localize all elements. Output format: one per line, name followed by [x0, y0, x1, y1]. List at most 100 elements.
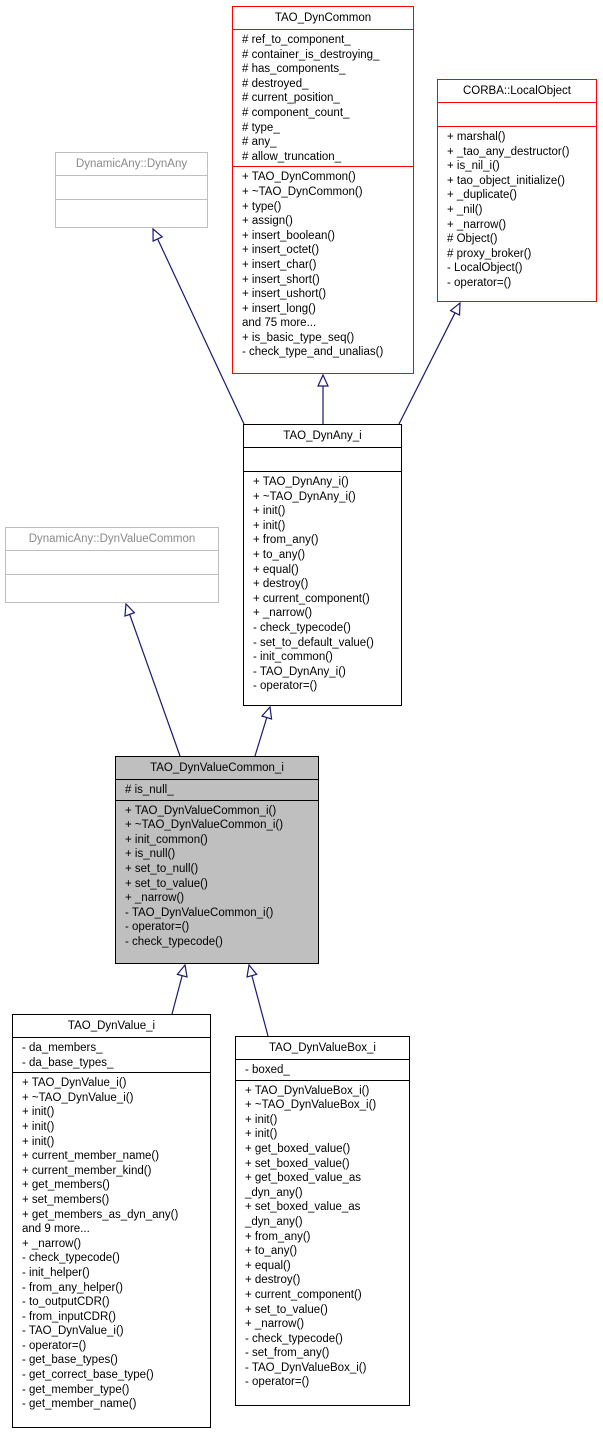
class-dynamicany-dynvaluecommon: DynamicAny::DynValueCommon: [5, 527, 219, 603]
operation-item: + tao_object_initialize(): [447, 174, 565, 187]
operation-item: - from_any_helper(): [22, 1281, 123, 1294]
operation-item: + get_members_as_dyn_any(): [22, 1208, 179, 1221]
operation-item: + insert_octet(): [242, 244, 320, 257]
operation-item: - get_member_type(): [22, 1383, 130, 1396]
operation-item: + equal(): [253, 563, 299, 576]
attribute-item: # ref_to_component_: [242, 34, 351, 46]
inheritance-arrowhead: [176, 963, 188, 978]
operation-item: + set_to_null(): [125, 862, 199, 875]
operation-item: + TAO_DynValueCommon_i(): [125, 804, 277, 817]
attribute-item: # has_components_: [242, 63, 346, 76]
operation-item: - get_correct_base_type(): [22, 1369, 154, 1382]
inheritance-arrowhead: [449, 301, 461, 317]
operation-item: - operator=(): [447, 276, 512, 289]
operation-item: + insert_char(): [242, 258, 317, 271]
operation-item: + init(): [22, 1120, 55, 1133]
operation-item: + current_component(): [253, 592, 370, 605]
operation-item: + _nil(): [447, 203, 483, 216]
operation-item: + insert_boolean(): [242, 229, 336, 242]
operation-item: + get_boxed_value(): [245, 1142, 351, 1155]
attribute-item: # any_: [242, 136, 277, 149]
class-name: TAO_DynCommon: [274, 12, 372, 24]
operation-item: + init_common(): [125, 833, 208, 846]
attributes-section: [56, 175, 207, 199]
operation-item: + current_member_kind(): [22, 1164, 152, 1177]
class-tao-dynvalue-i: TAO_DynValue_i - da_members_ - da_base_ty…: [12, 1014, 211, 1428]
operation-item: + destroy(): [245, 1274, 301, 1287]
operations-section: + TAO_DynCommon()+ ~TAO_DynCommon() + typ…: [233, 166, 413, 362]
class-name: DynamicAny::DynAny: [75, 158, 188, 170]
operation-item: + get_members(): [22, 1179, 110, 1192]
attribute-item: - da_base_types_: [22, 1056, 114, 1069]
inheritance-arrowhead: [260, 705, 273, 720]
edge-dynvaluecommon-i-to-dynvaluecommon: [129, 614, 181, 757]
attribute-item: # component_count_: [242, 106, 350, 119]
operation-item: + init(): [253, 505, 286, 518]
operation-item: + insert_ushort(): [242, 288, 327, 301]
operation-item: - get_base_types(): [22, 1354, 118, 1367]
operations-section: [56, 199, 207, 223]
operation-item: + _narrow(): [245, 1318, 305, 1331]
operation-item: + get_boxed_value_as: [245, 1172, 362, 1185]
class-name: TAO_DynValue_i: [67, 1020, 156, 1032]
operation-item: + set_to_value(): [125, 877, 208, 890]
operation-item: + type(): [242, 200, 282, 213]
operation-item: + is_null(): [125, 848, 176, 861]
attribute-item: # destroyed_: [242, 77, 309, 90]
attribute-item: - da_members_: [22, 1042, 103, 1054]
operation-item: + set_boxed_value(): [245, 1157, 350, 1170]
class-name: TAO_DynAny_i: [283, 430, 362, 442]
operation-item: + current_component(): [245, 1288, 362, 1301]
operation-item: + marshal(): [447, 131, 506, 143]
operation-item: - check_typecode(): [245, 1332, 343, 1345]
operation-item: + assign(): [242, 215, 293, 228]
operation-item: - check_type_and_unalias(): [242, 346, 384, 359]
operation-item: + current_member_name(): [22, 1150, 160, 1163]
attribute-item: # allow_truncation_: [242, 150, 342, 163]
operation-item: + TAO_DynCommon(): [242, 171, 356, 184]
operation-item: - TAO_DynAny_i(): [253, 665, 346, 678]
operation-item: - TAO_DynValueCommon_i(): [125, 906, 274, 919]
operation-item: - check_typecode(): [253, 621, 351, 634]
operation-item: + ~TAO_DynAny_i(): [253, 490, 356, 503]
attributes-section: [6, 550, 218, 574]
operation-item: and 9 more...: [22, 1223, 90, 1236]
operation-item: + ~TAO_DynCommon(): [242, 185, 363, 198]
operation-item: - from_inputCDR(): [22, 1310, 116, 1323]
operation-item: + TAO_DynValue_i(): [22, 1077, 127, 1090]
operation-item: + set_to_value(): [245, 1303, 328, 1316]
inheritance-arrowhead: [124, 602, 136, 617]
operation-item: + init(): [22, 1135, 55, 1148]
operation-item: - LocalObject(): [447, 262, 523, 275]
operation-item: + ~TAO_DynValueBox_i(): [245, 1099, 377, 1112]
operation-item: + destroy(): [253, 578, 309, 591]
attribute-item: - boxed_: [245, 1064, 290, 1076]
inheritance-arrowhead: [246, 963, 258, 978]
operation-item: - TAO_DynValueBox_i(): [245, 1361, 367, 1374]
edge-dynany-i-to-dynany: [157, 238, 245, 425]
attributes-section: - da_members_ - da_base_types_: [13, 1037, 210, 1072]
operation-item: + _narrow(): [22, 1237, 82, 1250]
class-tao-dynany-i: TAO_DynAny_i + TAO_DynAny_i() + ~TAO_DynA…: [243, 424, 402, 706]
operation-item: + TAO_DynAny_i(): [253, 476, 349, 488]
class-corba-localobject: CORBA::LocalObject + marshal()+ _tao_any…: [437, 79, 597, 302]
operation-item: + _narrow(): [447, 218, 507, 231]
inheritance-arrowhead: [317, 373, 329, 387]
operation-item: + insert_short(): [242, 273, 320, 286]
edge-dynvaluebox-i-to-dynvaluecommon-i: [251, 975, 269, 1037]
operations-section: + marshal()+ _tao_any_destructor()+ is_n…: [438, 126, 596, 293]
operations-section: [6, 574, 218, 598]
operation-item: + to_any(): [245, 1245, 298, 1258]
operation-item: + init(): [22, 1106, 55, 1119]
operation-item: # Object(): [447, 233, 498, 246]
class-tao-dynvaluebox-i: TAO_DynValueBox_i - boxed_ + TAO_DynValu…: [235, 1036, 410, 1406]
class-name: TAO_DynValueBox_i: [269, 1042, 376, 1054]
attribute-item: # is_null_: [125, 784, 174, 796]
operation-item: + is_nil_i(): [447, 160, 500, 173]
edge-dynvaluecommon-i-to-dynany-i: [254, 717, 268, 757]
operation-item: - set_to_default_value(): [253, 636, 374, 649]
operation-item: - operator=(): [245, 1376, 310, 1389]
operation-item: - init_helper(): [22, 1266, 90, 1279]
operation-item: _dyn_any(): [245, 1215, 303, 1228]
